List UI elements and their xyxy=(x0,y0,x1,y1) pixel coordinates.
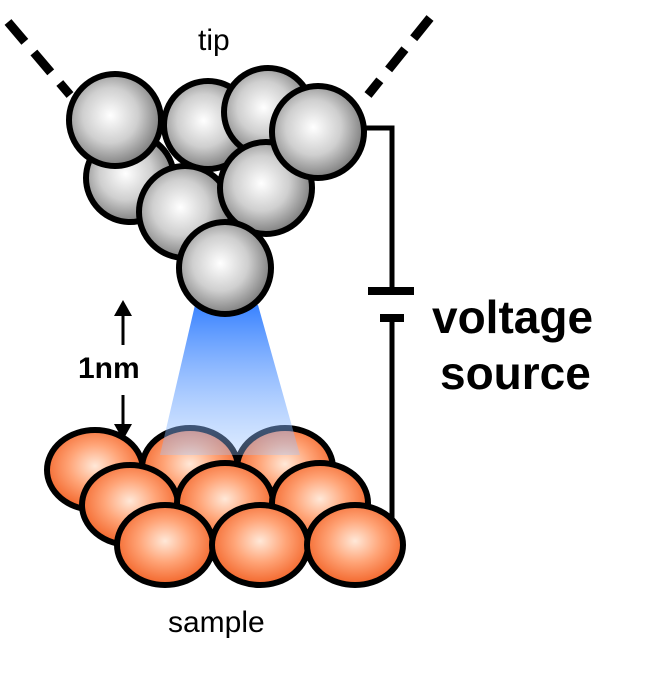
tip-label: tip xyxy=(198,24,230,57)
voltage-source-label-line2: source xyxy=(440,347,591,399)
sample-label: sample xyxy=(168,606,265,639)
tip-atoms xyxy=(66,65,367,317)
tip-holder-right xyxy=(364,15,434,98)
sample-atoms-front xyxy=(79,460,406,588)
distance-arrow xyxy=(114,300,132,440)
distance-label: 1nm xyxy=(78,352,140,385)
tunneling-beam xyxy=(160,305,300,455)
tip-holder-left xyxy=(4,19,74,98)
voltage-source-label-line1: voltage xyxy=(432,291,594,343)
circuit-wire xyxy=(360,125,414,521)
